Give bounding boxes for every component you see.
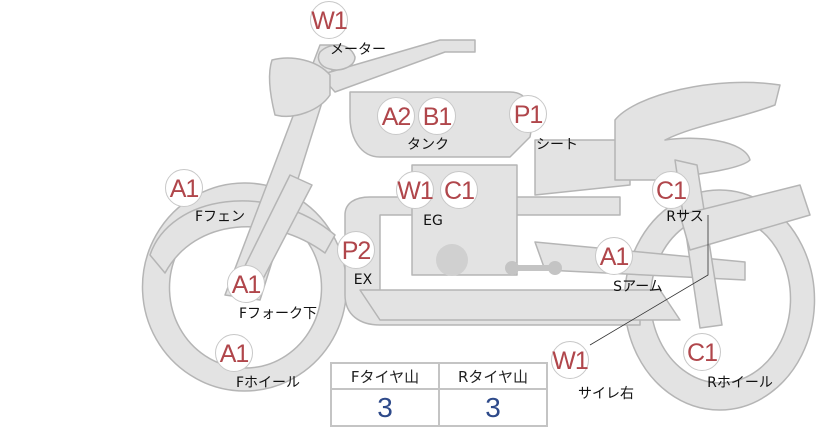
value-rear-tire: 3 <box>438 388 548 427</box>
label-meter: メーター <box>330 42 386 58</box>
badge-meter[interactable]: W1 <box>310 1 348 39</box>
handlebar <box>319 39 476 93</box>
leader-line <box>589 215 709 346</box>
badge-rear-suspension[interactable]: C1 <box>652 171 690 209</box>
badge-engine-a[interactable]: W1 <box>396 171 434 209</box>
value-front-tire: 3 <box>330 388 440 427</box>
header-front-tire: Fタイヤ山 <box>330 362 440 390</box>
header-rear-tire: Rタイヤ山 <box>438 362 548 390</box>
label-rear-wheel: Rホイール <box>707 375 773 391</box>
engine <box>411 164 518 276</box>
badge-muffler-right[interactable]: W1 <box>551 341 589 379</box>
engine-cylinder <box>436 244 468 276</box>
badge-engine-b[interactable]: C1 <box>440 171 478 209</box>
badge-tank-a[interactable]: A2 <box>377 97 415 135</box>
label-front-fork: Fフォーク下 <box>238 306 318 322</box>
label-tank: タンク <box>407 137 449 153</box>
badge-seat[interactable]: P1 <box>509 95 547 133</box>
rear-fender <box>614 81 781 181</box>
label-rear-suspension: Rサス <box>666 209 704 225</box>
badge-swing-arm[interactable]: A1 <box>595 237 633 275</box>
meter <box>317 44 356 71</box>
label-seat: シート <box>536 137 578 153</box>
label-engine: EG <box>423 213 443 229</box>
muffler <box>679 184 811 251</box>
label-swing-arm: Sアーム <box>613 279 663 295</box>
label-muffler-right: サイレ右 <box>578 386 634 402</box>
badge-tank-b[interactable]: B1 <box>418 97 456 135</box>
badge-front-fender[interactable]: A1 <box>165 169 203 207</box>
badge-exhaust[interactable]: P2 <box>337 231 375 269</box>
label-front-wheel: Fホイール <box>235 375 301 391</box>
frame-lower <box>359 289 681 321</box>
badge-front-wheel[interactable]: A1 <box>215 334 253 372</box>
seat <box>534 139 631 196</box>
badge-front-fork[interactable]: A1 <box>227 265 265 303</box>
label-front-fender: Fフェン <box>194 209 246 225</box>
label-exhaust: EX <box>353 272 373 288</box>
headlight <box>268 57 331 117</box>
badge-rear-wheel[interactable]: C1 <box>683 333 721 371</box>
